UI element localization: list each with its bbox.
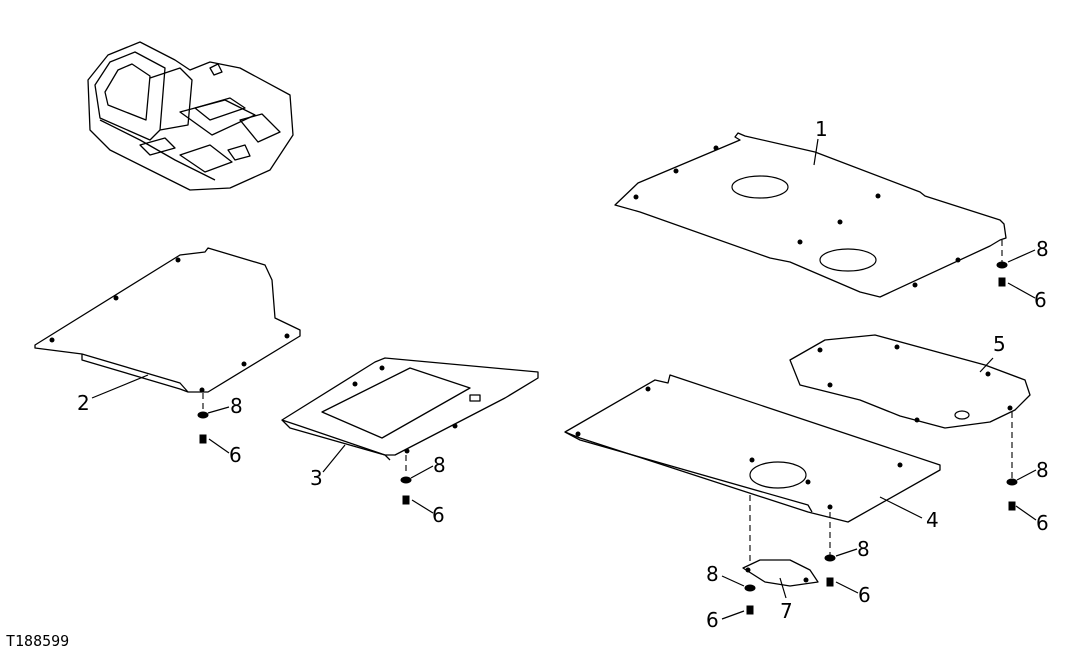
callout-8b: 8 <box>230 394 243 418</box>
callout-8c: 8 <box>433 453 446 477</box>
hole-lower <box>819 248 877 272</box>
cover-plate-5 <box>789 334 1031 429</box>
callout-4: 4 <box>926 508 939 532</box>
fastener-stack-4 <box>744 584 756 615</box>
callout-1: 1 <box>815 117 828 141</box>
callout-5: 5 <box>993 332 1006 356</box>
callout-3: 3 <box>310 466 323 490</box>
hole-upper <box>731 175 789 199</box>
fastener-stack-6 <box>1006 478 1018 511</box>
callout-8e: 8 <box>706 562 719 586</box>
access-cover-7 <box>742 559 819 587</box>
callout-2: 2 <box>77 391 90 415</box>
callout-8a: 8 <box>1036 237 1049 261</box>
floor-plate-1 <box>614 132 1007 298</box>
callout-6d: 6 <box>858 583 871 607</box>
callout-8d: 8 <box>857 537 870 561</box>
machine-locator-view <box>87 41 294 191</box>
fastener-stack-1 <box>996 261 1008 287</box>
callout-6e: 6 <box>706 608 719 632</box>
callout-6b: 6 <box>229 443 242 467</box>
callout-7: 7 <box>780 599 793 623</box>
hardware-fasteners <box>197 261 1018 615</box>
floor-plate-4 <box>564 374 941 523</box>
alignment-lines <box>202 240 1013 565</box>
callout-labels: 1 2 3 4 5 7 8 6 8 6 8 6 8 6 8 6 8 6 <box>77 117 1049 632</box>
floor-plate-2 <box>34 247 301 393</box>
callout-6a: 6 <box>1034 288 1047 312</box>
callout-8f: 8 <box>1036 458 1049 482</box>
hole-center <box>749 461 807 489</box>
leader-lines <box>91 138 1037 620</box>
callout-6f: 6 <box>1036 511 1049 535</box>
callout-6c: 6 <box>432 503 445 527</box>
figure-id: T188599 <box>6 632 69 650</box>
fastener-stack-5 <box>824 554 836 587</box>
fastener-stack-3 <box>400 476 412 505</box>
floor-plate-3 <box>281 357 539 461</box>
fastener-stack-2 <box>197 411 209 444</box>
